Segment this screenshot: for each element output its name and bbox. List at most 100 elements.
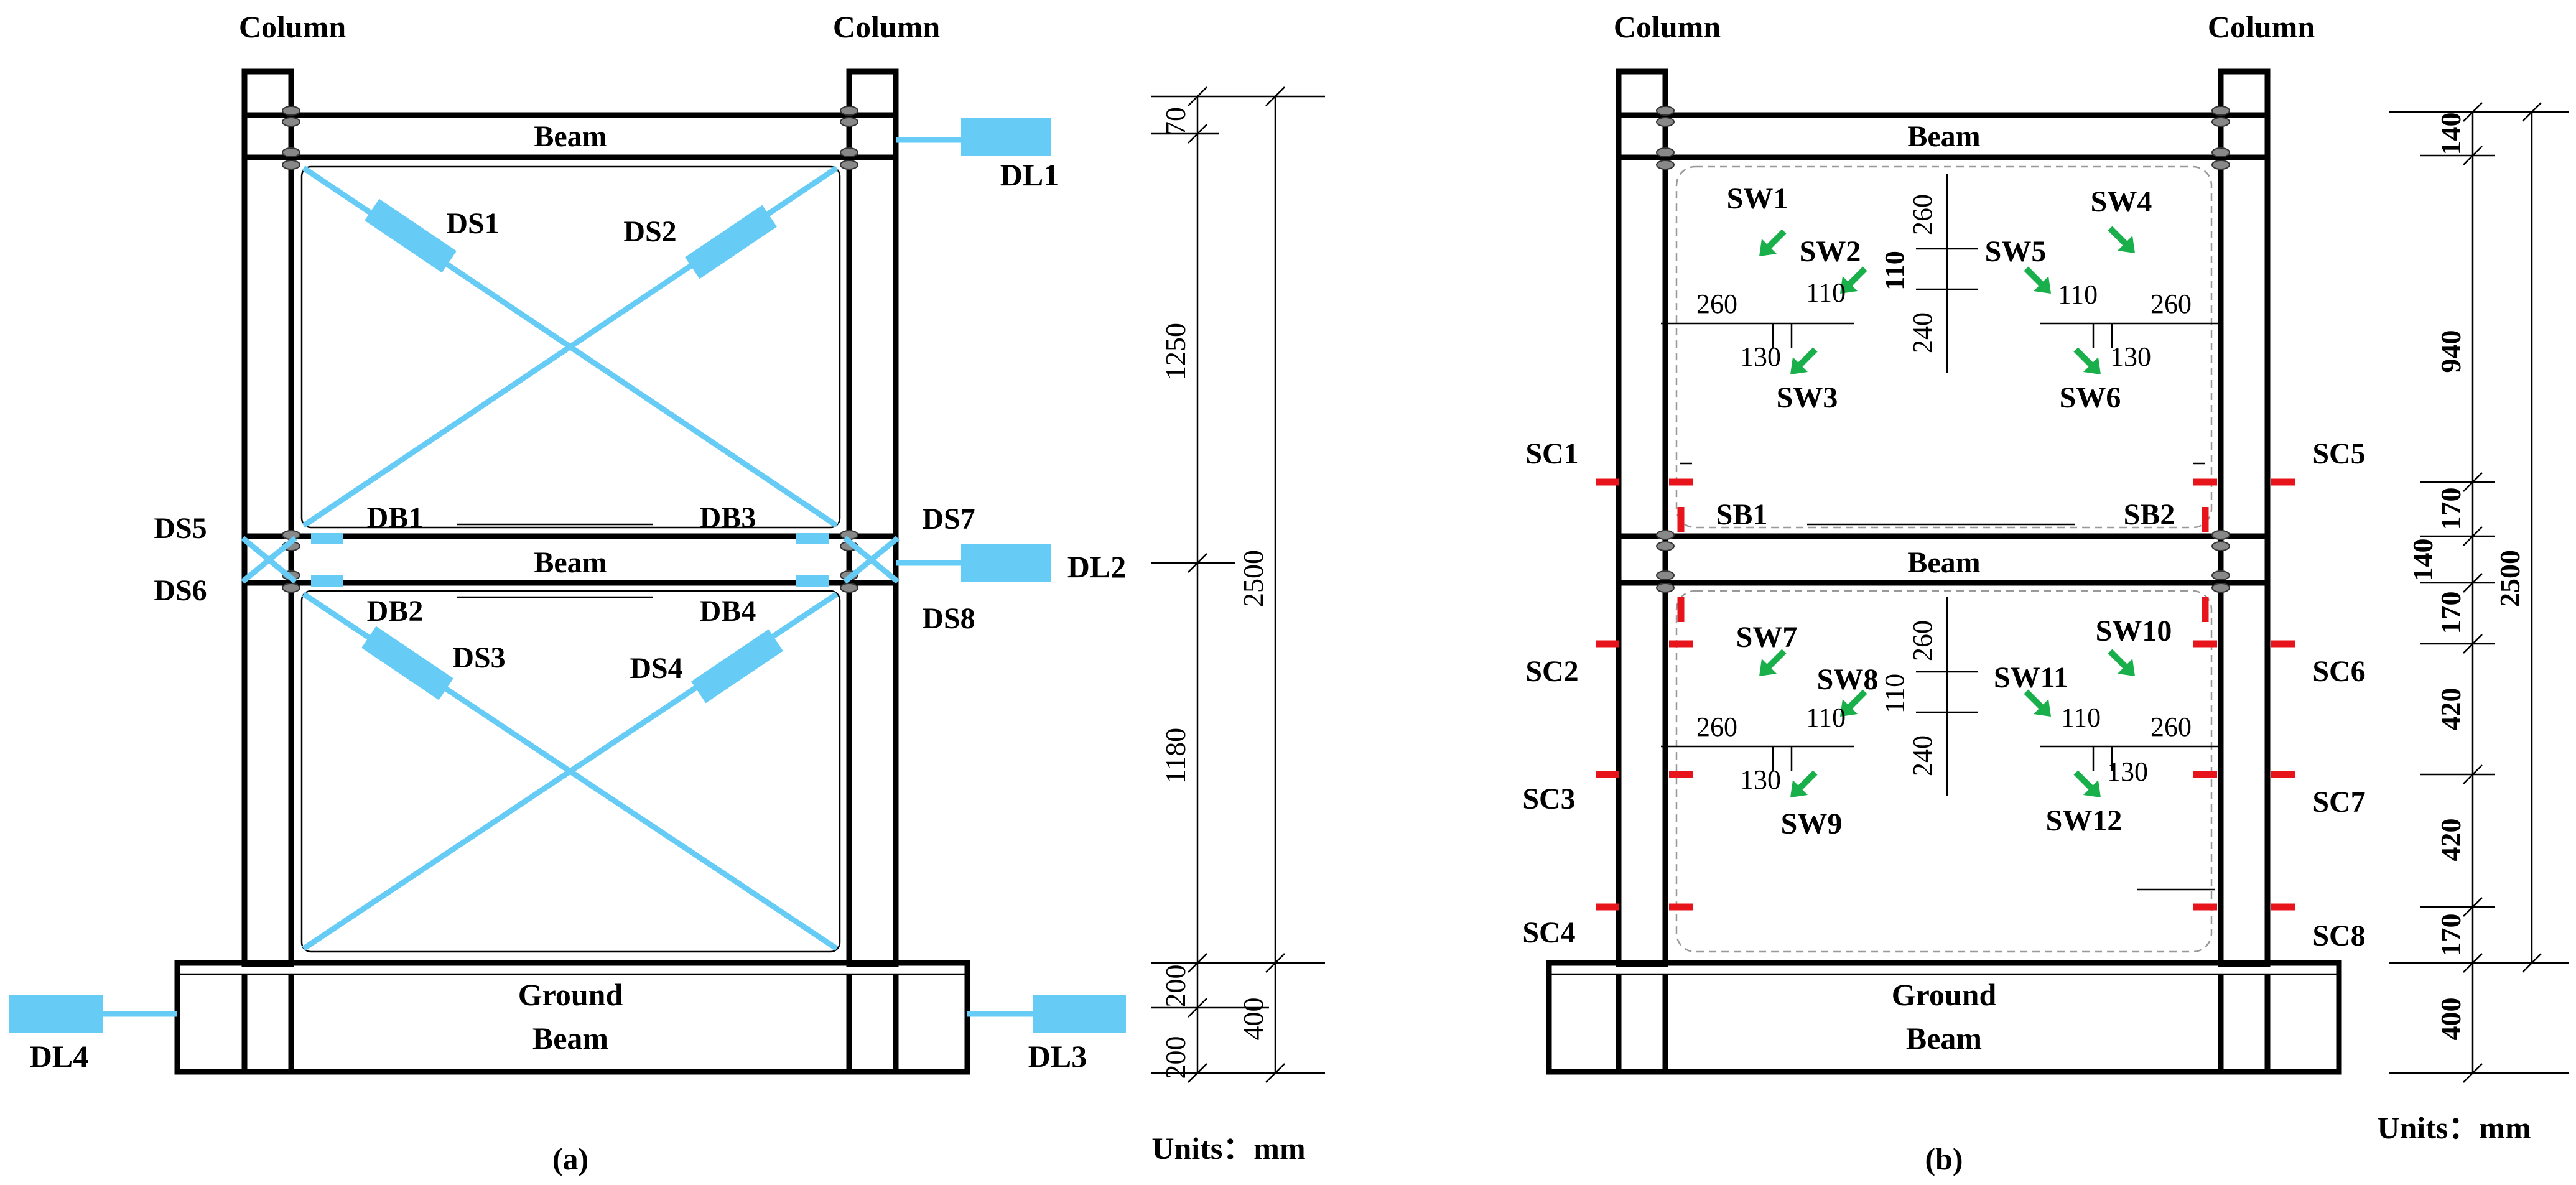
b-ground-beam — [1546, 960, 2342, 1075]
ds4-sensor — [691, 629, 783, 704]
wall-dim-240-lc: 240 — [1907, 735, 1938, 776]
sw8-label: SW8 — [1817, 663, 1879, 696]
wall-dim-240-uc: 240 — [1907, 312, 1938, 353]
bolt-group-a — [282, 106, 858, 593]
ds3-label: DS3 — [452, 641, 505, 674]
sb2-label: SB2 — [2124, 498, 2175, 531]
sc6-label: SC6 — [2312, 655, 2365, 688]
sw12-label: SW12 — [2046, 804, 2123, 837]
b-column-right-label: Column — [2208, 9, 2315, 44]
b-dim-170-b: 170 — [2435, 592, 2467, 634]
a-dim-2500: 2500 — [1237, 550, 1269, 607]
ds4-label: DS4 — [630, 652, 682, 685]
sw4-label: SW4 — [2091, 185, 2152, 218]
a-dim-200-lower: 200 — [1160, 1036, 1191, 1079]
wall-dimension-lines — [1661, 174, 2218, 796]
wall-dim-260-ll: 260 — [1696, 712, 1737, 742]
b-dim-940: 940 — [2435, 330, 2467, 373]
db3-label: DB3 — [700, 501, 756, 534]
b-ground-label-2: Beam — [1906, 1021, 1982, 1056]
a-units-label: Units：mm — [1151, 1131, 1305, 1166]
db1-label: DB1 — [367, 501, 424, 534]
middle-beam — [241, 533, 899, 586]
b-upper-wall-outline — [1675, 165, 2213, 529]
sw10-label: SW10 — [2096, 615, 2172, 648]
wall-dim-260-lr: 260 — [2151, 712, 2192, 742]
sw3-label: SW3 — [1777, 381, 1838, 414]
b-middle-beam — [1616, 533, 2271, 586]
sb1-label: SB1 — [1716, 498, 1768, 531]
green-rosettes — [1759, 226, 2135, 797]
wall-dim-260-ul: 260 — [1696, 289, 1737, 319]
b-caption: (b) — [1925, 1141, 1963, 1176]
wall-dim-110-ll: 110 — [1806, 702, 1846, 733]
diagonal-sensors — [9, 118, 1126, 1033]
b-right-column — [2218, 68, 2271, 967]
a-dim-200-upper: 200 — [1160, 965, 1191, 1008]
db3-sensor — [796, 533, 829, 544]
wall-dim-260-ur: 260 — [2151, 289, 2192, 319]
sw9-label: SW9 — [1781, 807, 1843, 840]
sc7-label: SC7 — [2312, 786, 2365, 819]
a-column-right-label: Column — [833, 9, 940, 44]
a-mid-beam-label: Beam — [534, 546, 607, 579]
b-dim-420-a: 420 — [2435, 688, 2467, 731]
a-caption: (a) — [552, 1141, 588, 1176]
dl2-label: DL2 — [1067, 549, 1126, 584]
dl3-lvdt — [1033, 995, 1126, 1033]
wall-dim-130-lr: 130 — [2107, 756, 2148, 787]
sc1-label: SC1 — [1525, 437, 1578, 470]
wall-dim-110-ur: 110 — [2058, 279, 2098, 310]
left-column — [241, 68, 294, 967]
dl1-label: DL1 — [1000, 157, 1059, 192]
b-dim-140-top: 140 — [2435, 113, 2467, 156]
sw1-label: SW1 — [1727, 182, 1788, 215]
sc5-label: SC5 — [2312, 437, 2365, 470]
b-units-label: Units：mm — [2377, 1110, 2531, 1145]
ds1-label: DS1 — [446, 207, 499, 240]
right-column — [846, 68, 899, 967]
b-top-beam — [1616, 112, 2271, 160]
a-column-left-label: Column — [239, 9, 346, 44]
lower-infill-panel — [300, 590, 841, 953]
ds2-sensor — [685, 205, 777, 279]
b-top-beam-label: Beam — [1907, 120, 1980, 153]
b-ground-label-1: Ground — [1892, 977, 1997, 1012]
wall-dim-130-ll: 130 — [1740, 764, 1781, 795]
wall-dim-110-ul: 110 — [1806, 277, 1846, 308]
b-dim-170-c: 170 — [2435, 914, 2467, 957]
b-dim-400: 400 — [2435, 998, 2467, 1041]
top-beam — [241, 112, 899, 160]
a-dim-1250: 1250 — [1160, 323, 1191, 380]
db2-sensor — [311, 575, 343, 587]
sc4-label: SC4 — [1522, 916, 1575, 949]
db1-sensor — [311, 533, 343, 544]
b-dim-2500: 2500 — [2494, 550, 2526, 607]
dl4-lvdt — [9, 995, 103, 1033]
sw7-label: SW7 — [1736, 621, 1798, 654]
panel-b-dimensions: 140 940 170 140 170 2500 420 420 170 400 — [2389, 102, 2569, 1083]
wall-dim-260-lc: 260 — [1907, 620, 1938, 661]
a-dim-400: 400 — [1237, 998, 1269, 1041]
b-left-column — [1616, 68, 1668, 967]
wall-dim-130-ul: 130 — [1740, 342, 1781, 372]
panel-b: Column Column Beam Beam Ground Beam SW1 … — [1522, 9, 2569, 1176]
db2-label: DB2 — [367, 595, 424, 628]
panel-a-dimensions: 70 1250 2500 1180 200 400 200 — [1151, 86, 1325, 1083]
wall-dim-110-lc: 110 — [1879, 674, 1910, 713]
b-mid-beam-label: Beam — [1907, 546, 1980, 579]
a-dim-1180: 1180 — [1160, 728, 1191, 784]
ds3-sensor — [361, 626, 453, 700]
b-column-left-label: Column — [1614, 9, 1721, 44]
db4-sensor — [796, 575, 829, 587]
sw5-label: SW5 — [1985, 235, 2047, 268]
sc8-label: SC8 — [2312, 919, 2365, 952]
a-ground-label-1: Ground — [518, 977, 623, 1012]
b-dim-420-b: 420 — [2435, 819, 2467, 862]
a-dim-70: 70 — [1160, 107, 1191, 136]
wall-dim-110-lr: 110 — [2061, 702, 2101, 733]
dl3-label: DL3 — [1028, 1039, 1087, 1074]
ds6-label: DS6 — [154, 574, 207, 607]
dl1-lvdt — [961, 118, 1051, 156]
